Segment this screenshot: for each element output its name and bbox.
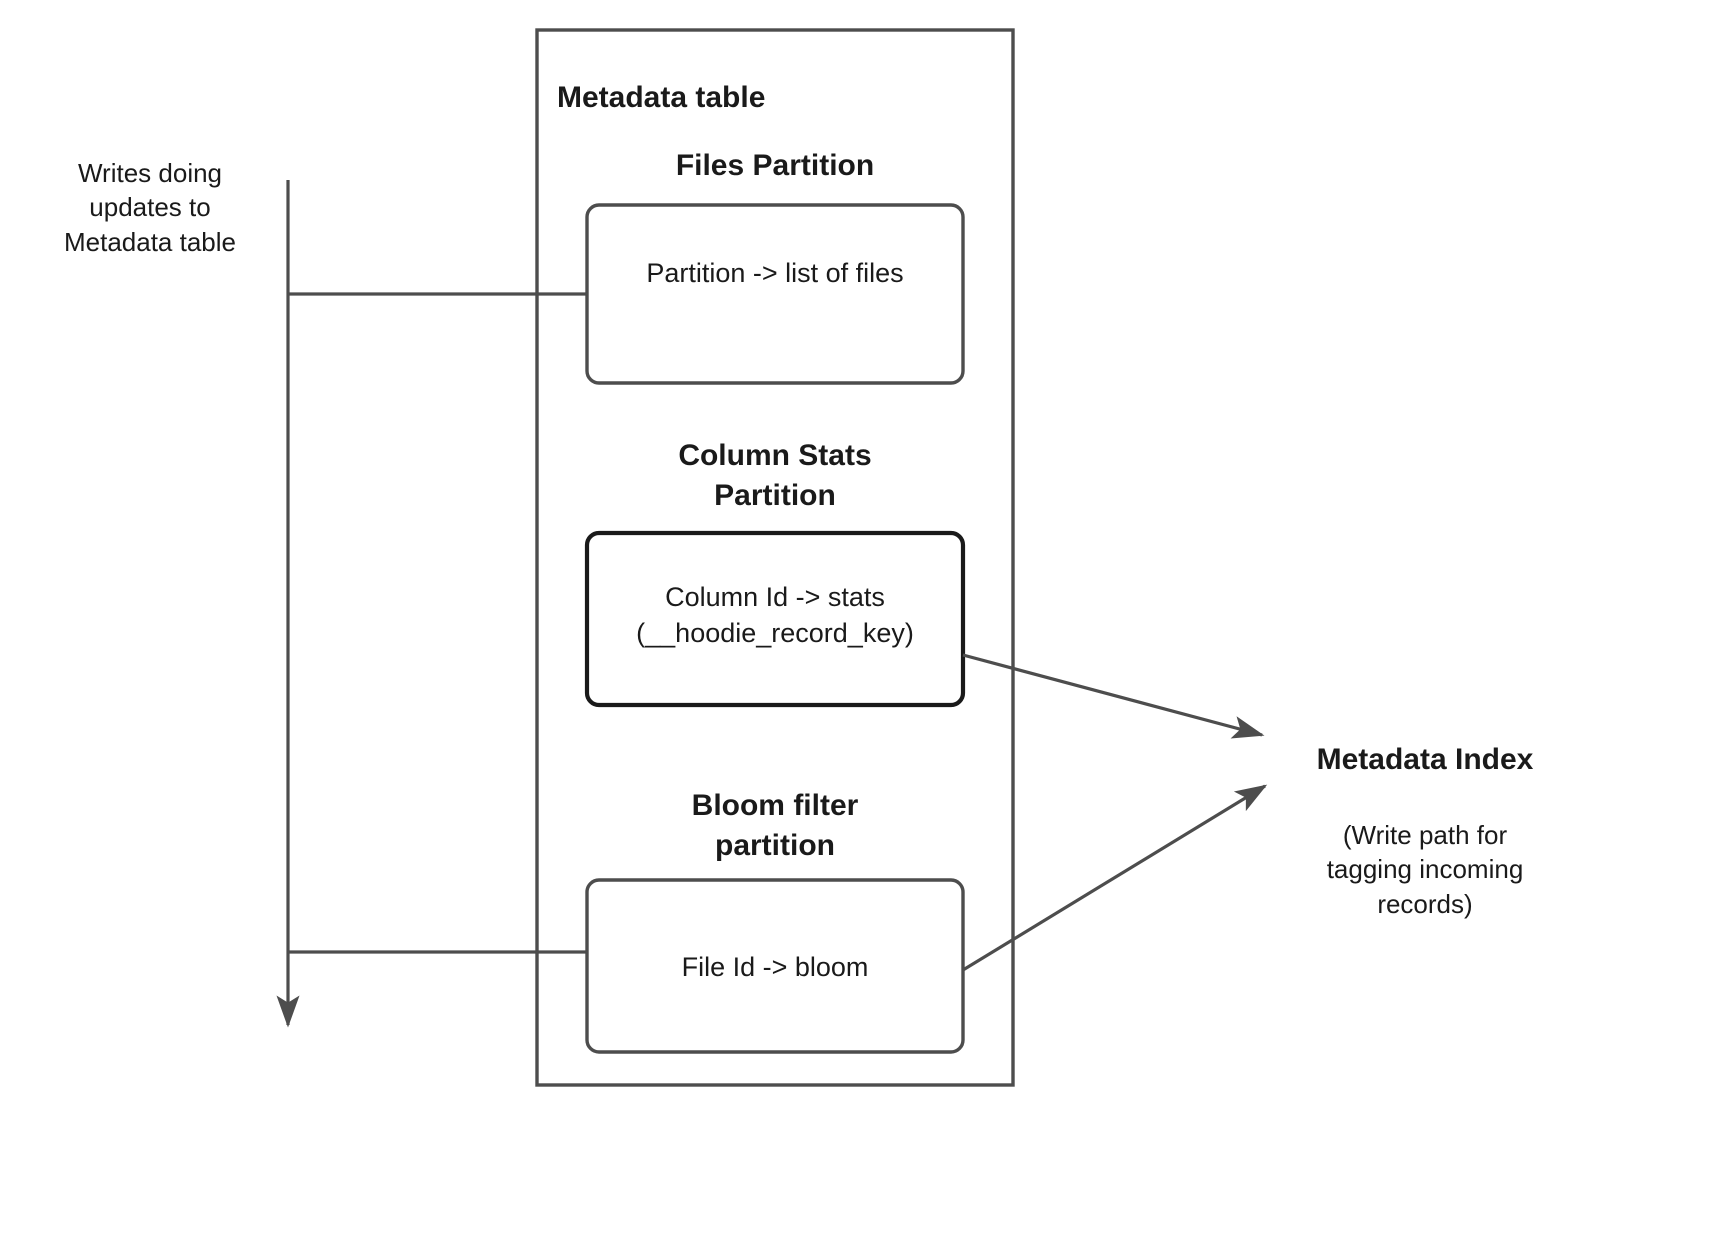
- writes-annotation-label: Writes doing updates to Metadata table: [63, 158, 236, 257]
- bloom-filter-partition-heading: Bloom filter partition: [691, 789, 859, 862]
- metadata-index-caption: (Write path for tagging incoming records…: [1326, 820, 1524, 919]
- column-stats-partition-heading: Column Stats Partition: [678, 439, 872, 512]
- files-partition-heading: Files Partition: [675, 149, 875, 182]
- column-stats-partition-box: [584, 530, 966, 708]
- metadata-index-title: Metadata Index: [1316, 743, 1534, 776]
- metadata-table-title: Metadata table: [557, 81, 766, 114]
- arrow-column-stats-to-metadata-index: [962, 653, 1265, 739]
- column-stats-partition-box-label: Column Id -> stats (__hoodie_record_key): [636, 582, 914, 648]
- files-partition-box: [585, 203, 965, 385]
- bloom-filter-partition-box-label: File Id -> bloom: [681, 952, 869, 982]
- bloom-filter-partition-box: [585, 878, 965, 1054]
- files-partition-box-label: Partition -> list of files: [646, 258, 904, 288]
- metadata-table-container: [535, 28, 1015, 1087]
- arrow-bloom-filter-to-metadata-index: [962, 784, 1268, 972]
